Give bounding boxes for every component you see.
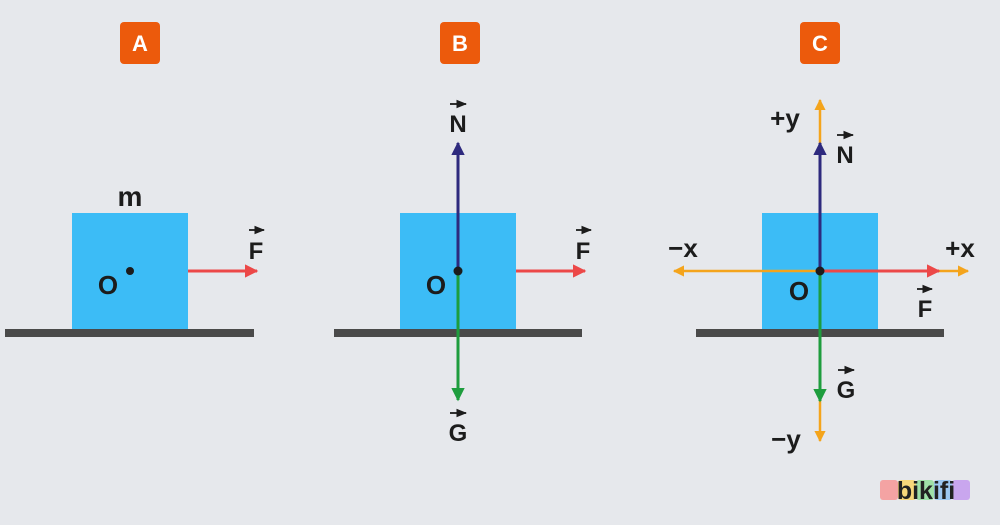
badge-a-bg [120, 22, 160, 64]
badge-b-bg [440, 22, 480, 64]
force-n-label-b: N [449, 111, 466, 138]
force-f-label-a: F [249, 238, 264, 265]
badge-c-bg [800, 22, 840, 64]
logo-stripe [934, 480, 952, 500]
mass-label-m: m [118, 181, 143, 212]
logo-stripe [952, 480, 970, 500]
force-f-label-c: F [918, 296, 933, 323]
origin-point-c [815, 266, 825, 276]
logo-stripe [916, 480, 934, 500]
badge-b-label: B [452, 31, 468, 56]
axis-minus-y-label: −y [771, 424, 801, 454]
force-g-label-b: G [449, 420, 468, 447]
panel-a: A m O F [5, 22, 266, 337]
origin-label-b: O [426, 270, 446, 300]
logo-stripe [898, 480, 916, 500]
origin-point-a [126, 267, 134, 275]
badge-c-label: C [812, 31, 828, 56]
origin-point-b [453, 266, 463, 276]
logo-text: bikifi [897, 477, 955, 505]
panel-c: C −x +x +y −y N G F O [668, 22, 975, 454]
bikifi-logo: bikifi [880, 477, 970, 505]
axis-minus-x-label: −x [668, 233, 698, 263]
origin-label-c: O [789, 276, 809, 306]
ground-a [5, 329, 254, 337]
origin-label-a: O [98, 270, 118, 300]
badge-a-label: A [132, 31, 148, 56]
logo-stripe [880, 480, 898, 500]
force-n-label-c: N [836, 142, 853, 169]
axis-plus-x-label: +x [945, 233, 975, 263]
axis-plus-y-label: +y [770, 103, 800, 133]
panel-b: B N G F O [334, 22, 593, 447]
force-f-label-b: F [576, 238, 591, 265]
force-g-label-c: G [837, 377, 856, 404]
